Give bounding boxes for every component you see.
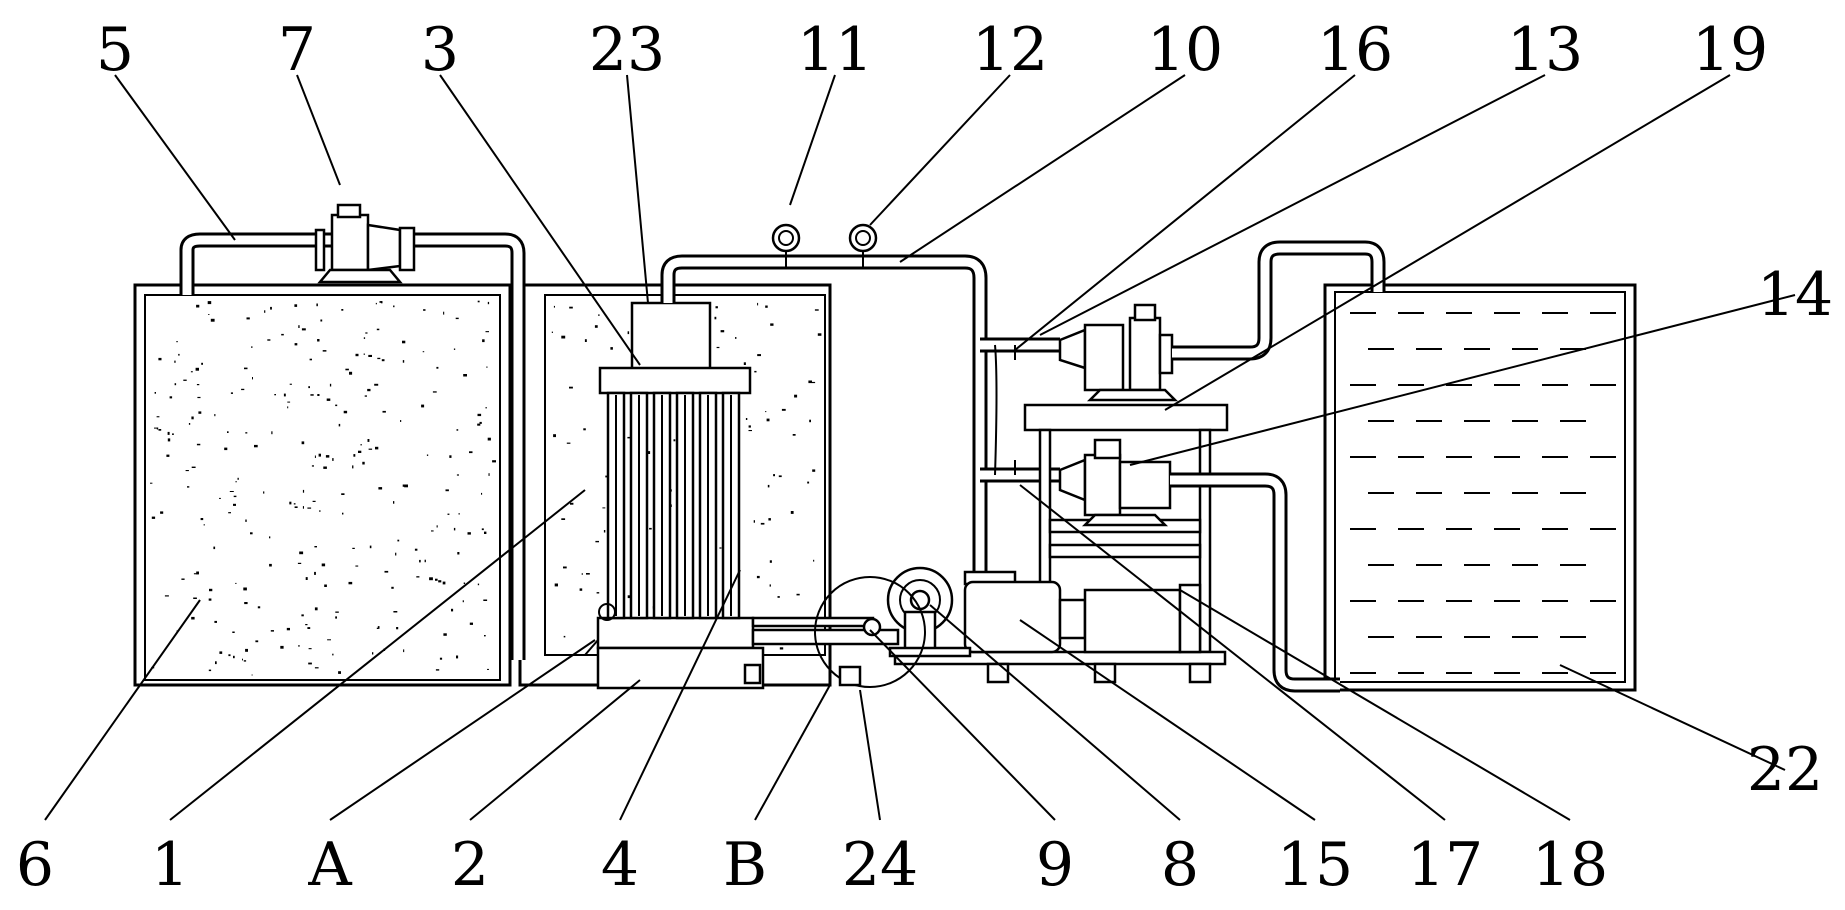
label-3: 3: [421, 15, 459, 85]
label-11: 11: [797, 15, 873, 85]
label-6: 6: [16, 830, 54, 900]
label-10: 10: [1147, 15, 1223, 85]
pipe-10: [660, 254, 988, 650]
membrane-module: [596, 301, 765, 690]
label-8: 8: [1161, 830, 1199, 900]
top-labels: 5 7 3 23 11 12 10 16 13 19 14: [96, 15, 1833, 330]
pressure-gauge-11: [771, 223, 801, 268]
wheel-9: [886, 566, 972, 658]
label-12: 12: [972, 15, 1048, 85]
pump-14: [1058, 438, 1172, 527]
label-15: 15: [1277, 830, 1353, 900]
pump-7: [314, 203, 416, 284]
pump-13: [1058, 303, 1179, 402]
label-23: 23: [589, 15, 665, 85]
label-9: 9: [1036, 830, 1074, 900]
left-tank: [133, 283, 512, 687]
label-4: 4: [601, 830, 639, 900]
right-tank: [1323, 283, 1637, 692]
label-13: 13: [1507, 15, 1583, 85]
pipe-5: [179, 232, 526, 660]
label-19: 19: [1692, 15, 1768, 85]
motor-8: [963, 570, 1202, 654]
label-17: 17: [1407, 830, 1483, 900]
label-22: 22: [1747, 735, 1823, 805]
label-2: 2: [451, 830, 489, 900]
label-B: B: [723, 830, 767, 900]
pipe-18: [1170, 472, 1340, 693]
label-18: 18: [1532, 830, 1608, 900]
left-tank-media: [150, 300, 496, 676]
right-tank-water: [1350, 312, 1616, 674]
pressure-gauge-12: [848, 223, 878, 268]
label-24: 24: [842, 830, 918, 900]
bottom-pipe: [584, 576, 926, 688]
label-7: 7: [278, 15, 316, 85]
label-A: A: [307, 830, 352, 900]
label-5: 5: [96, 15, 134, 85]
label-1: 1: [151, 830, 189, 900]
pipe-19: [1172, 240, 1386, 361]
membrane-tubes: [606, 391, 741, 620]
label-14: 14: [1757, 260, 1833, 330]
label-16: 16: [1317, 15, 1393, 85]
leader-lines: [44, 74, 1796, 821]
bottom-labels: 6 1 A 2 4 B 24 9 8 15 17 18 22: [16, 735, 1823, 900]
